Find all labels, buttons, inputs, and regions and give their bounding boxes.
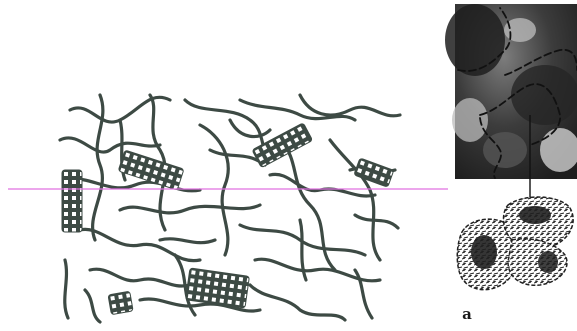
fiber-strand — [230, 120, 270, 137]
fiber-network — [60, 95, 400, 322]
fiber-strand — [60, 138, 160, 152]
fiber-strand — [355, 270, 372, 318]
fiber-strand — [255, 259, 380, 281]
fiber-strand — [355, 215, 398, 228]
traced-cells — [457, 197, 573, 290]
bundle — [186, 268, 250, 308]
panel-label: a — [456, 305, 478, 323]
fiber-strand — [300, 95, 400, 116]
micrograph-panel — [445, 4, 577, 210]
nucleus — [538, 251, 558, 273]
fiber-strand — [65, 260, 68, 318]
fiber-strand — [330, 140, 380, 260]
bundle — [118, 150, 184, 190]
fiber-strand — [250, 285, 345, 320]
fiber-strand — [240, 100, 355, 120]
fiber-strand — [80, 229, 200, 260]
fiber-strand — [90, 269, 190, 286]
fiber-strand — [120, 205, 260, 213]
crosslink-bundles — [62, 123, 394, 315]
bundle — [62, 170, 82, 232]
fiber-strand — [200, 125, 228, 255]
nucleus — [519, 206, 551, 224]
fiber-strand — [160, 239, 215, 243]
traced-cell — [508, 239, 567, 286]
bundle — [108, 291, 133, 315]
fiber-strand — [85, 290, 100, 322]
bundle — [354, 158, 394, 187]
bundle — [252, 123, 313, 168]
fiber-strand — [270, 174, 375, 196]
nucleus — [471, 235, 497, 269]
